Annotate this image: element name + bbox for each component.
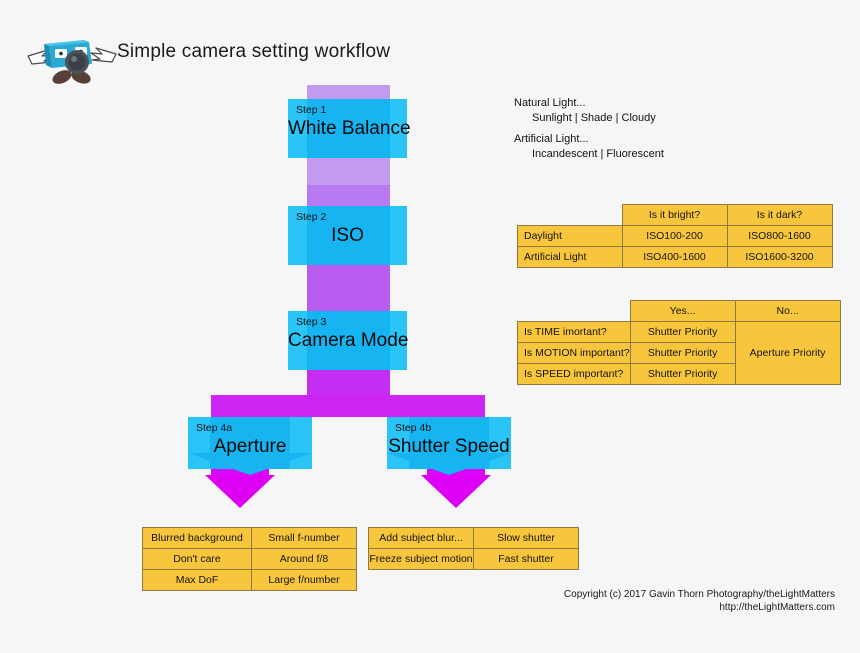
iso-reference-table: Is it bright? Is it dark? Daylight ISO10… xyxy=(517,204,833,268)
step-title: Shutter Speed xyxy=(388,436,510,457)
aperture-reference-table: Blurred background Small f-number Don't … xyxy=(142,527,357,591)
table-row-header: Is it bright? Is it dark? xyxy=(518,204,833,226)
mode-row-label: Is TIME imortant? xyxy=(517,321,631,343)
aperture-setting: Around f/8 xyxy=(251,548,357,570)
mode-header-no: No... xyxy=(734,300,841,322)
step-label: Step 1 xyxy=(296,104,327,116)
step-title: White Balance xyxy=(288,118,411,139)
chevron-shutter-speed xyxy=(387,453,511,475)
table-row: Max DoF Large f/number xyxy=(142,569,357,591)
aperture-condition: Blurred background xyxy=(142,527,252,549)
iso-cell-bright: ISO400-1600 xyxy=(621,246,728,268)
table-row: Add subject blur... Slow shutter xyxy=(368,527,579,549)
shutter-reference-table: Add subject blur... Slow shutter Freeze … xyxy=(368,527,579,570)
mode-header-corner xyxy=(518,301,631,322)
table-row: Blurred background Small f-number xyxy=(142,527,357,549)
step-title: ISO xyxy=(331,225,364,246)
camera-mascot-logo xyxy=(26,30,118,88)
step-label: Step 4b xyxy=(395,422,432,434)
step-box-white-balance[interactable]: Step 1 White Balance xyxy=(288,99,411,158)
mode-cell-yes: Shutter Priority xyxy=(629,321,736,343)
shutter-condition: Add subject blur... xyxy=(368,527,474,549)
shutter-setting: Slow shutter xyxy=(473,527,579,549)
step-inner-panel xyxy=(307,311,390,370)
artificial-light-notes: Artificial Light... Incandescent | Fluor… xyxy=(514,132,664,162)
step-label: Step 3 xyxy=(296,316,327,328)
step-title: Camera Mode xyxy=(288,330,409,351)
step-title: Aperture xyxy=(213,436,287,457)
mode-cell-yes: Shutter Priority xyxy=(629,342,736,364)
table-row: Is SPEED important? Shutter Priority xyxy=(517,363,841,385)
mode-cell-yes: Shutter Priority xyxy=(629,363,736,385)
natural-light-values: Sunlight | Shade | Cloudy xyxy=(532,112,656,124)
table-row: Don't care Around f/8 xyxy=(142,548,357,570)
iso-row-label: Artificial Light xyxy=(517,246,623,268)
mode-cell-no: Aperture Priority xyxy=(734,321,841,385)
mode-header-yes: Yes... xyxy=(629,300,736,322)
step-inner-panel xyxy=(307,99,390,158)
step-label: Step 2 xyxy=(296,211,327,223)
table-row: Is TIME imortant? Shutter Priority Apert… xyxy=(517,321,841,385)
iso-header-corner xyxy=(518,205,623,226)
mode-row-label: Is MOTION important? xyxy=(517,342,631,364)
copyright-text: Copyright (c) 2017 Gavin Thorn Photograp… xyxy=(563,589,835,600)
aperture-condition: Don't care xyxy=(142,548,252,570)
page-title: Simple camera setting workflow xyxy=(117,41,391,62)
shutter-setting: Fast shutter xyxy=(473,548,579,570)
artificial-light-heading: Artificial Light... xyxy=(514,133,589,145)
iso-cell-dark: ISO800-1600 xyxy=(726,225,833,247)
table-row: Artificial Light ISO400-1600 ISO1600-320… xyxy=(517,246,833,268)
table-row: Daylight ISO100-200 ISO800-1600 xyxy=(517,225,833,247)
iso-cell-bright: ISO100-200 xyxy=(621,225,728,247)
mode-row-label: Is SPEED important? xyxy=(517,363,631,385)
white-balance-notes: Natural Light... Sunlight | Shade | Clou… xyxy=(514,96,656,126)
iso-header-bright: Is it bright? xyxy=(621,204,728,226)
footer: Copyright (c) 2017 Gavin Thorn Photograp… xyxy=(564,588,835,614)
flow-arrowhead-shutter xyxy=(421,475,491,508)
table-row: Freeze subject motion Fast shutter xyxy=(368,548,579,570)
flow-arrowhead-aperture xyxy=(205,475,275,508)
artificial-light-values: Incandescent | Fluorescent xyxy=(532,148,664,160)
aperture-condition: Max DoF xyxy=(142,569,252,591)
flow-crossbar xyxy=(211,395,485,417)
website-url: http://theLightMatters.com xyxy=(719,602,835,613)
table-row: Is MOTION important? Shutter Priority xyxy=(517,342,841,364)
aperture-setting: Small f-number xyxy=(251,527,357,549)
step-label: Step 4a xyxy=(196,422,233,434)
step-box-iso[interactable]: Step 2 ISO xyxy=(288,206,407,265)
shutter-condition: Freeze subject motion xyxy=(368,548,474,570)
table-row-header: Yes... No... xyxy=(518,300,841,322)
iso-cell-dark: ISO1600-3200 xyxy=(726,246,833,268)
iso-row-label: Daylight xyxy=(517,225,623,247)
step-inner-panel xyxy=(307,206,390,265)
camera-mode-reference-table: Yes... No... Is TIME imortant? Shutter P… xyxy=(517,300,841,385)
aperture-setting: Large f/number xyxy=(251,569,357,591)
natural-light-heading: Natural Light... xyxy=(514,97,586,109)
chevron-aperture xyxy=(188,453,312,475)
iso-header-dark: Is it dark? xyxy=(726,204,833,226)
step-box-camera-mode[interactable]: Step 3 Camera Mode xyxy=(288,311,409,370)
